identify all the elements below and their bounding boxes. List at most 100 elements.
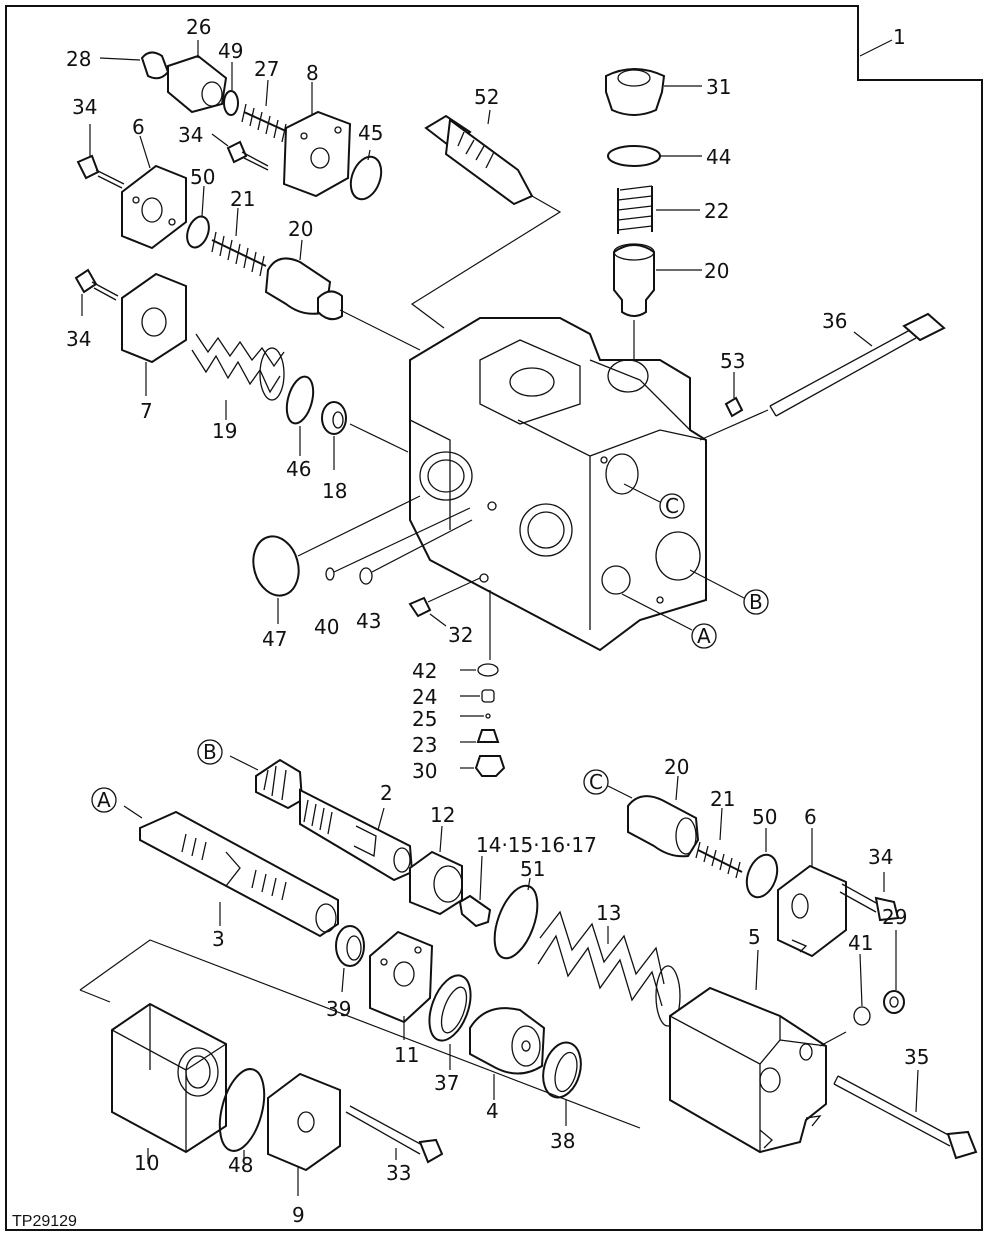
group-guide-line [79,939,641,1129]
label-28: 28 [66,47,91,71]
label-22: 22 [704,199,729,223]
part-screw-33 [345,1105,444,1164]
label-11: 11 [394,1043,419,1067]
part-oring-45 [349,155,383,201]
port-label-B-lower: B [197,739,223,765]
label-37: 37 [434,1071,459,1095]
part-plug-28 [99,51,170,80]
label-7: 7 [140,399,153,423]
label-34-cover7: 34 [66,327,91,351]
port-label-A-lower: A [91,787,117,813]
part-ring-40 [325,567,335,581]
label-20-right: 20 [664,755,689,779]
part-plug-31 [605,68,702,116]
part-cover-6-right [777,828,847,958]
label-35: 35 [904,1045,929,1069]
label-47: 47 [262,627,287,651]
part-bolt-36 [699,312,946,441]
label-2: 2 [380,781,393,805]
part-ring-51 [493,884,539,960]
label-31: 31 [706,75,731,99]
part-spring-19 [191,333,285,420]
part-spring-27 [241,79,289,143]
label-48: 48 [228,1153,253,1177]
part-spool-20-right [607,775,700,858]
port-label-B-upper: B [689,569,769,615]
label-41: 41 [848,931,873,955]
figure-code: TP29129 [12,1213,77,1230]
part-oring-44 [607,145,661,167]
label-27: 27 [254,57,279,81]
part-seal-39 [335,925,365,993]
label-12: 12 [430,803,455,827]
part-bolt-35 [833,1069,978,1160]
part-screw-34a [211,133,269,171]
label-33: 33 [386,1161,411,1185]
label-4: 4 [486,1099,499,1123]
part-ring-43 [359,567,373,585]
label-32: 32 [448,623,473,647]
part-spring-22 [617,185,700,234]
part-seat-18 [321,401,409,470]
label-3: 3 [212,927,225,951]
label-49: 49 [218,39,243,63]
part-spring-21-top [211,207,267,277]
part-oring-47 [252,535,300,597]
label-50-right: 50 [752,805,777,829]
assembly-label: 1 [893,25,906,49]
part-cover-6-top [121,135,187,250]
label-29: 29 [882,905,907,929]
part-oring-48 [218,1068,266,1152]
label-10: 10 [134,1151,159,1175]
label-20-vert: 20 [704,259,729,283]
part-spool-20-top [264,239,421,351]
part-sleeve-12 [409,825,463,916]
port-label-C-upper: C [623,483,685,519]
label-40: 40 [314,615,339,639]
label-36: 36 [822,309,847,333]
part-piston-4 [469,1007,546,1100]
part-seal-37 [428,974,472,1070]
label-46: 46 [286,457,311,481]
svg-text:B: B [203,740,217,764]
label-51: 51 [520,857,545,881]
frame-border [5,5,983,1231]
part-spool-3 [123,805,339,938]
label-18: 18 [322,479,347,503]
part-screw-34c [74,268,119,316]
part-seal-38 [542,1041,582,1126]
label-50-top: 50 [190,165,215,189]
label-43: 43 [356,609,381,633]
part-spring-21-right [695,807,743,879]
svg-text:C: C [665,494,679,518]
label-5: 5 [748,925,761,949]
label-21-top: 21 [230,187,255,211]
part-plug-53 [724,372,744,418]
label-23: 23 [412,733,437,757]
part-oring-49 [223,90,239,116]
label-34-top: 34 [178,123,203,147]
part-ring-46 [285,375,315,425]
part-spring-23 [476,729,500,743]
part-oring-50-right [745,853,779,899]
part-cover-8 [282,82,352,198]
part-cover-9 [267,1072,341,1196]
part-endcover-5 [669,949,847,1154]
label-34-left: 34 [72,95,97,119]
label-39: 39 [326,997,351,1021]
svg-text:A: A [697,624,711,648]
part-plug-30 [474,755,506,777]
part-set-14-17 [458,855,492,928]
part-oring-50-top [186,215,210,249]
label-20-top: 20 [288,217,313,241]
label-24: 24 [412,685,437,709]
part-nut-26 [167,40,228,114]
part-cover-7 [121,272,187,396]
part-valve-52 [410,109,562,329]
label-34-right: 34 [868,845,893,869]
label-8: 8 [306,61,319,85]
label-53: 53 [720,349,745,373]
label-6-right: 6 [804,805,817,829]
part-screw-34-right [839,872,900,922]
part-ring-42 [477,663,499,677]
